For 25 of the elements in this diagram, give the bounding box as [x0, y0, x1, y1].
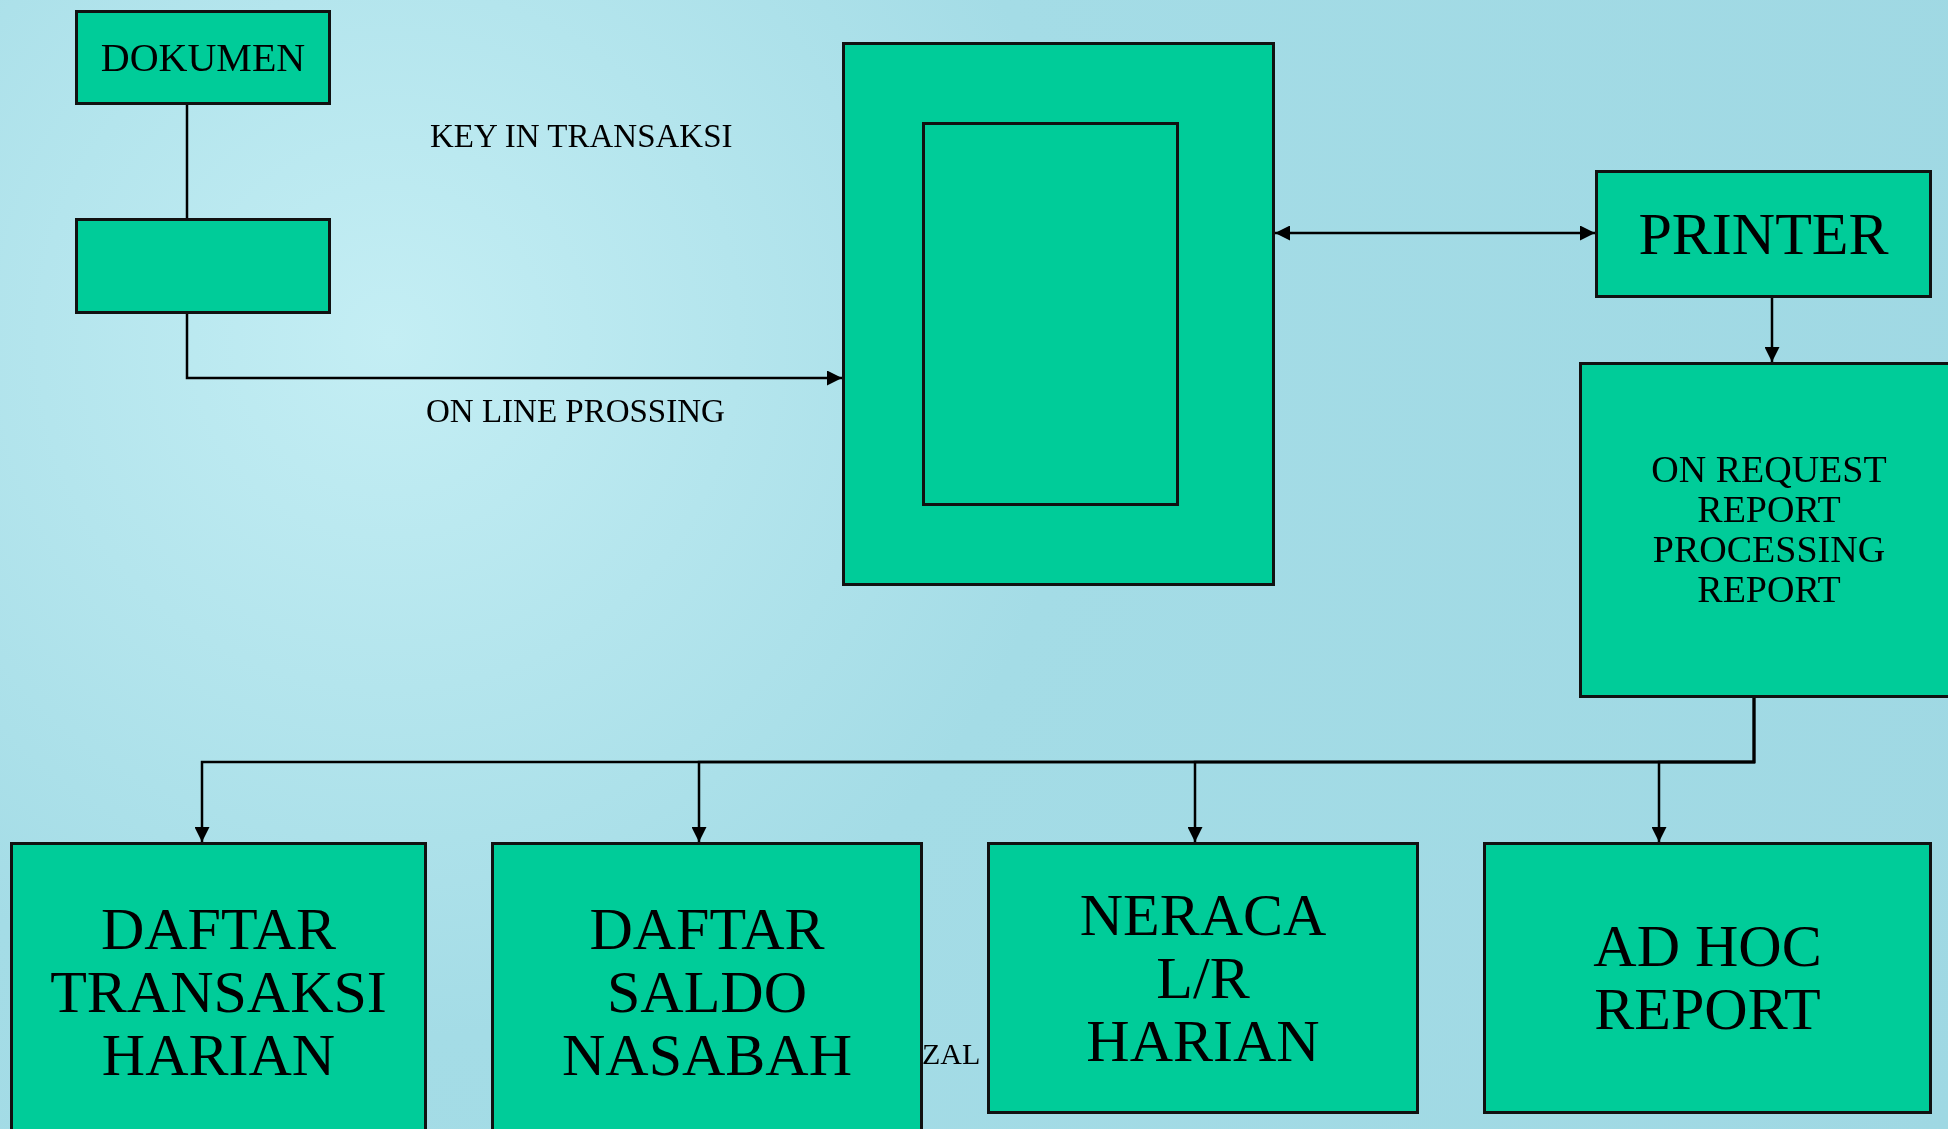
box-label: DOKUMEN — [100, 36, 306, 79]
process-box — [75, 10, 331, 105]
text-label: ON LINE PROSSING — [426, 393, 725, 430]
text-label: KEY IN TRANSAKSI — [430, 118, 733, 155]
process-box — [1595, 170, 1932, 298]
box-label: AD HOC REPORT — [1592, 915, 1823, 1041]
box-label: DAFTAR SALDO NASABAH — [560, 897, 853, 1087]
process-box — [1483, 842, 1932, 1114]
arrow — [1275, 225, 1595, 241]
process-box — [10, 842, 427, 1129]
arrow — [1764, 298, 1780, 362]
empty-box — [75, 218, 331, 314]
box-label: PRINTER — [1638, 202, 1889, 266]
process-box — [1579, 362, 1948, 698]
process-box — [491, 842, 923, 1129]
connector-line — [185, 105, 189, 218]
empty-box — [922, 122, 1179, 506]
empty-box — [842, 42, 1275, 586]
box-label: DAFTAR TRANSAKSI HARIAN — [49, 897, 388, 1087]
box-label: NERACA L/R HARIAN — [1078, 883, 1328, 1073]
text-label: ZAL — [922, 1037, 981, 1071]
arrow — [185, 314, 842, 386]
arrow — [1651, 698, 1756, 842]
process-box — [987, 842, 1419, 1114]
box-label: ON REQUEST REPORT PROCESSING REPORT — [1650, 450, 1888, 610]
